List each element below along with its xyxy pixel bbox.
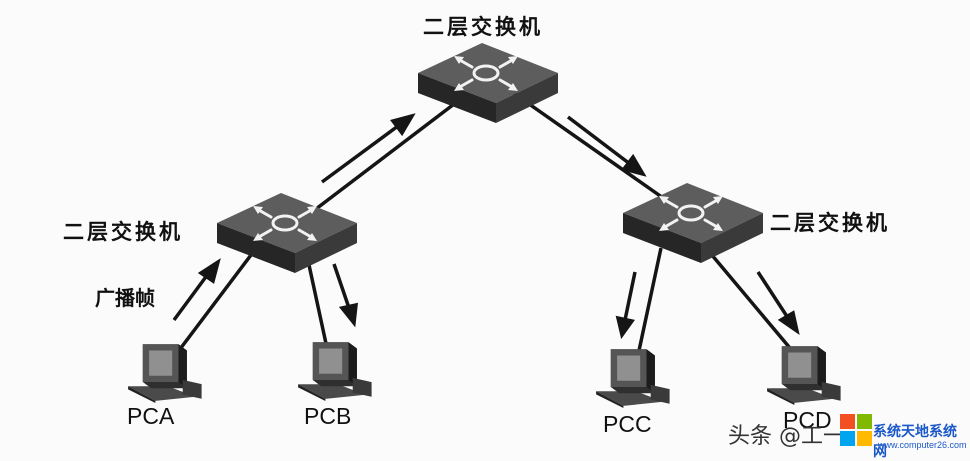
- link-top-right: [510, 90, 688, 216]
- arrow-down-pcc-head: [615, 315, 635, 340]
- watermark-brand: 系统天地系统网: [873, 424, 957, 460]
- pc-c-icon: [596, 349, 670, 408]
- arrow-to-top-switch: [320, 124, 400, 184]
- pc-c-label: PCC: [603, 411, 652, 437]
- pc-b-icon: [298, 342, 372, 401]
- arrow-down-pcb: [332, 263, 351, 309]
- pc-a-label: PCA: [127, 403, 175, 429]
- arrow-down-pcd: [756, 271, 790, 319]
- pc-d-icon: [767, 346, 841, 405]
- arrow-down-pcc: [623, 271, 637, 321]
- broadcast-frame-label: 广播帧: [95, 286, 155, 310]
- pc-d-label: PCD: [783, 407, 832, 433]
- arrow-down-pcb-head: [338, 302, 359, 328]
- switch-left-label: 二层交换机: [63, 220, 183, 244]
- link-right-pcc: [635, 247, 663, 361]
- link-right-pcd: [704, 246, 802, 362]
- watermark-url: www.computer26.com: [878, 440, 967, 450]
- switch-top-label: 二层交换机: [423, 15, 543, 39]
- pc-a-icon: [128, 344, 202, 403]
- link-left-pca: [166, 249, 256, 367]
- switch-left-icon: [217, 193, 357, 273]
- watermark-text: 头条 @工一: [728, 424, 845, 449]
- switch-right-icon: [623, 183, 763, 263]
- arrow-to-right-switch: [566, 115, 632, 166]
- switch-right-label: 二层交换机: [770, 211, 890, 235]
- arrow-to-right-switch-head: [621, 153, 647, 177]
- windows-logo-icon: [840, 414, 872, 446]
- arrow-to-top-switch-head: [390, 113, 416, 137]
- arrow-down-pcd-head: [777, 310, 800, 335]
- pc-b-label: PCB: [304, 403, 352, 429]
- arrow-pca-up: [172, 272, 210, 322]
- arrow-pca-up-head: [197, 258, 221, 284]
